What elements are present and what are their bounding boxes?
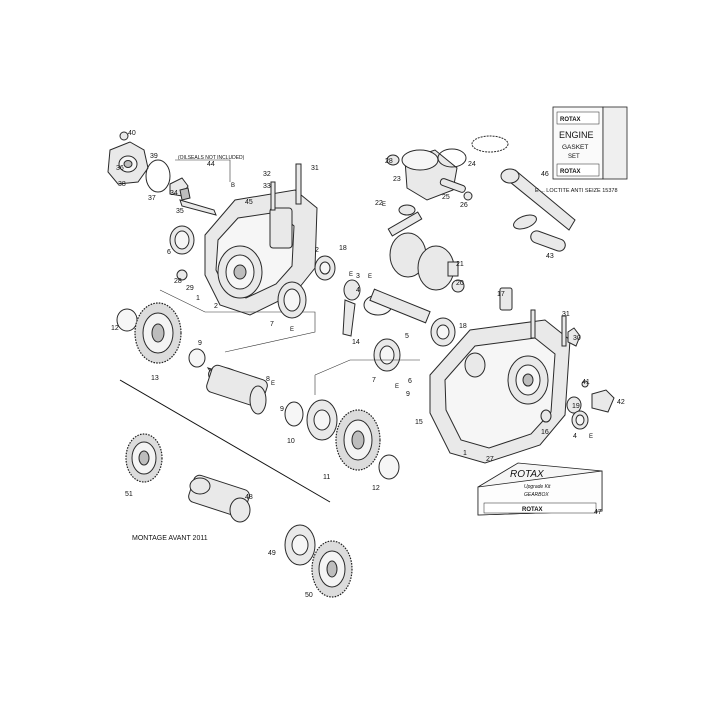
part-label-12b: 12 — [372, 485, 380, 492]
part-label-18b: 18 — [459, 323, 467, 330]
part-label-39: 39 — [150, 153, 158, 160]
gasket-line1: ENGINE — [559, 130, 594, 140]
part-label-6b: 6 — [408, 378, 412, 385]
marker-e-3: E — [395, 384, 399, 390]
marker-b: B — [231, 183, 235, 189]
part-label-51: 51 — [125, 491, 133, 498]
gasket-line3: SET — [568, 154, 580, 160]
part-label-23: 23 — [393, 176, 401, 183]
part-label-4: 4 — [356, 287, 360, 294]
part-label-25: 25 — [442, 194, 450, 201]
oil-pump-cover-group — [107, 131, 231, 216]
part-label-8: 8 — [266, 376, 270, 383]
part-label-7b: 7 — [372, 377, 376, 384]
part-label-3: 3 — [356, 273, 360, 280]
part-label-47: 47 — [594, 509, 602, 516]
oilseals-note: (OILSEALS NOT INCLUDED) — [178, 155, 245, 161]
part-label-28a: 28 — [174, 278, 182, 285]
part-label-38: 38 — [118, 181, 126, 188]
left-crankcase — [159, 163, 361, 353]
gearbox-left-group — [116, 302, 400, 480]
part-label-21: 21 — [456, 261, 464, 268]
part-label-36: 36 — [116, 165, 124, 172]
part-label-19: 19 — [572, 403, 580, 410]
part-label-26: 26 — [460, 202, 468, 209]
part-label-32: 32 — [263, 171, 271, 178]
part-label-45: 45 — [245, 199, 253, 206]
divider-line — [119, 379, 331, 503]
part-label-31a: 31 — [311, 165, 319, 172]
part-label-43: 43 — [546, 253, 554, 260]
part-label-9c: 9 — [280, 406, 284, 413]
part-label-37: 37 — [148, 195, 156, 202]
part-label-49: 49 — [268, 550, 276, 557]
upgrade-brand-top: ROTAX — [510, 469, 544, 480]
connecting-rod — [500, 168, 576, 252]
gasket-line2: GASKET — [562, 144, 588, 151]
part-label-6a: 6 — [167, 249, 171, 256]
part-label-7a: 7 — [270, 321, 274, 328]
part-label-9a: 9 — [198, 340, 202, 347]
part-label-5: 5 — [405, 333, 409, 340]
part-label-1b: 1 — [463, 450, 467, 457]
marker-e-7: E — [382, 202, 386, 208]
montage-note: MONTAGE AVANT 2011 — [132, 535, 208, 542]
part-label-20: 20 — [456, 280, 464, 287]
part-label-22: 22 — [375, 200, 383, 207]
part-label-9b: 9 — [406, 391, 410, 398]
old-gearbox-group — [125, 433, 353, 598]
part-label-42: 42 — [617, 399, 625, 406]
crankshaft — [387, 204, 465, 293]
part-label-15: 15 — [415, 419, 423, 426]
part-label-17: 17 — [497, 291, 505, 298]
part-label-33: 33 — [263, 183, 271, 190]
main-shaft-group — [342, 288, 456, 372]
part-label-11: 11 — [323, 474, 330, 481]
marker-e-2: E — [368, 274, 372, 280]
part-label-24: 24 — [468, 161, 476, 168]
part-label-34: 34 — [170, 190, 178, 197]
part-label-31b: 31 — [562, 311, 570, 318]
marker-e-1: E — [290, 327, 294, 333]
upgrade-line2: GEARBOX — [524, 492, 549, 498]
part-label-50: 50 — [305, 592, 313, 599]
part-label-12a: 12 — [111, 325, 119, 332]
upgrade-line1: Upgrade Kit — [524, 484, 551, 490]
piston-group — [386, 135, 509, 201]
part-label-10: 10 — [287, 438, 295, 445]
part-number-labels: 40 39 36 38 37 34 35 44 32 33 31 45 6 2 … — [111, 130, 625, 599]
part-label-35: 35 — [176, 208, 184, 215]
part-label-18a: 18 — [339, 245, 347, 252]
part-label-30: 30 — [573, 335, 581, 342]
part-label-2b: 2 — [214, 303, 218, 310]
part-label-48: 48 — [245, 494, 253, 501]
gasket-brand-top: ROTAX — [560, 117, 581, 123]
part-label-40: 40 — [128, 130, 136, 137]
upgrade-kit-box — [477, 462, 603, 516]
upgrade-brand-bottom: ROTAX — [522, 507, 543, 513]
marker-e-4: E — [589, 434, 593, 440]
part-label-28b: 28 — [385, 158, 393, 165]
part-label-4b: 4 — [573, 433, 577, 440]
right-crankcase — [314, 287, 615, 464]
part-label-1a: 1 — [196, 295, 200, 302]
part-label-14: 14 — [352, 339, 360, 346]
part-label-16: 16 — [541, 429, 549, 436]
marker-e-5: E — [271, 381, 275, 387]
gasket-set-box — [552, 106, 628, 180]
part-label-2a: 2 — [315, 247, 319, 254]
part-label-44: 44 — [207, 161, 215, 168]
loctite-note: E ... LOCTITE ANTI SEIZE 15378 — [535, 188, 618, 194]
marker-e-6: E — [349, 272, 353, 278]
gasket-brand-bottom: ROTAX — [560, 169, 581, 175]
part-label-13: 13 — [151, 375, 159, 382]
part-label-41: 41 — [582, 379, 590, 386]
part-label-27: 27 — [486, 456, 494, 463]
part-label-46: 46 — [541, 171, 549, 178]
part-label-29: 29 — [186, 285, 194, 292]
